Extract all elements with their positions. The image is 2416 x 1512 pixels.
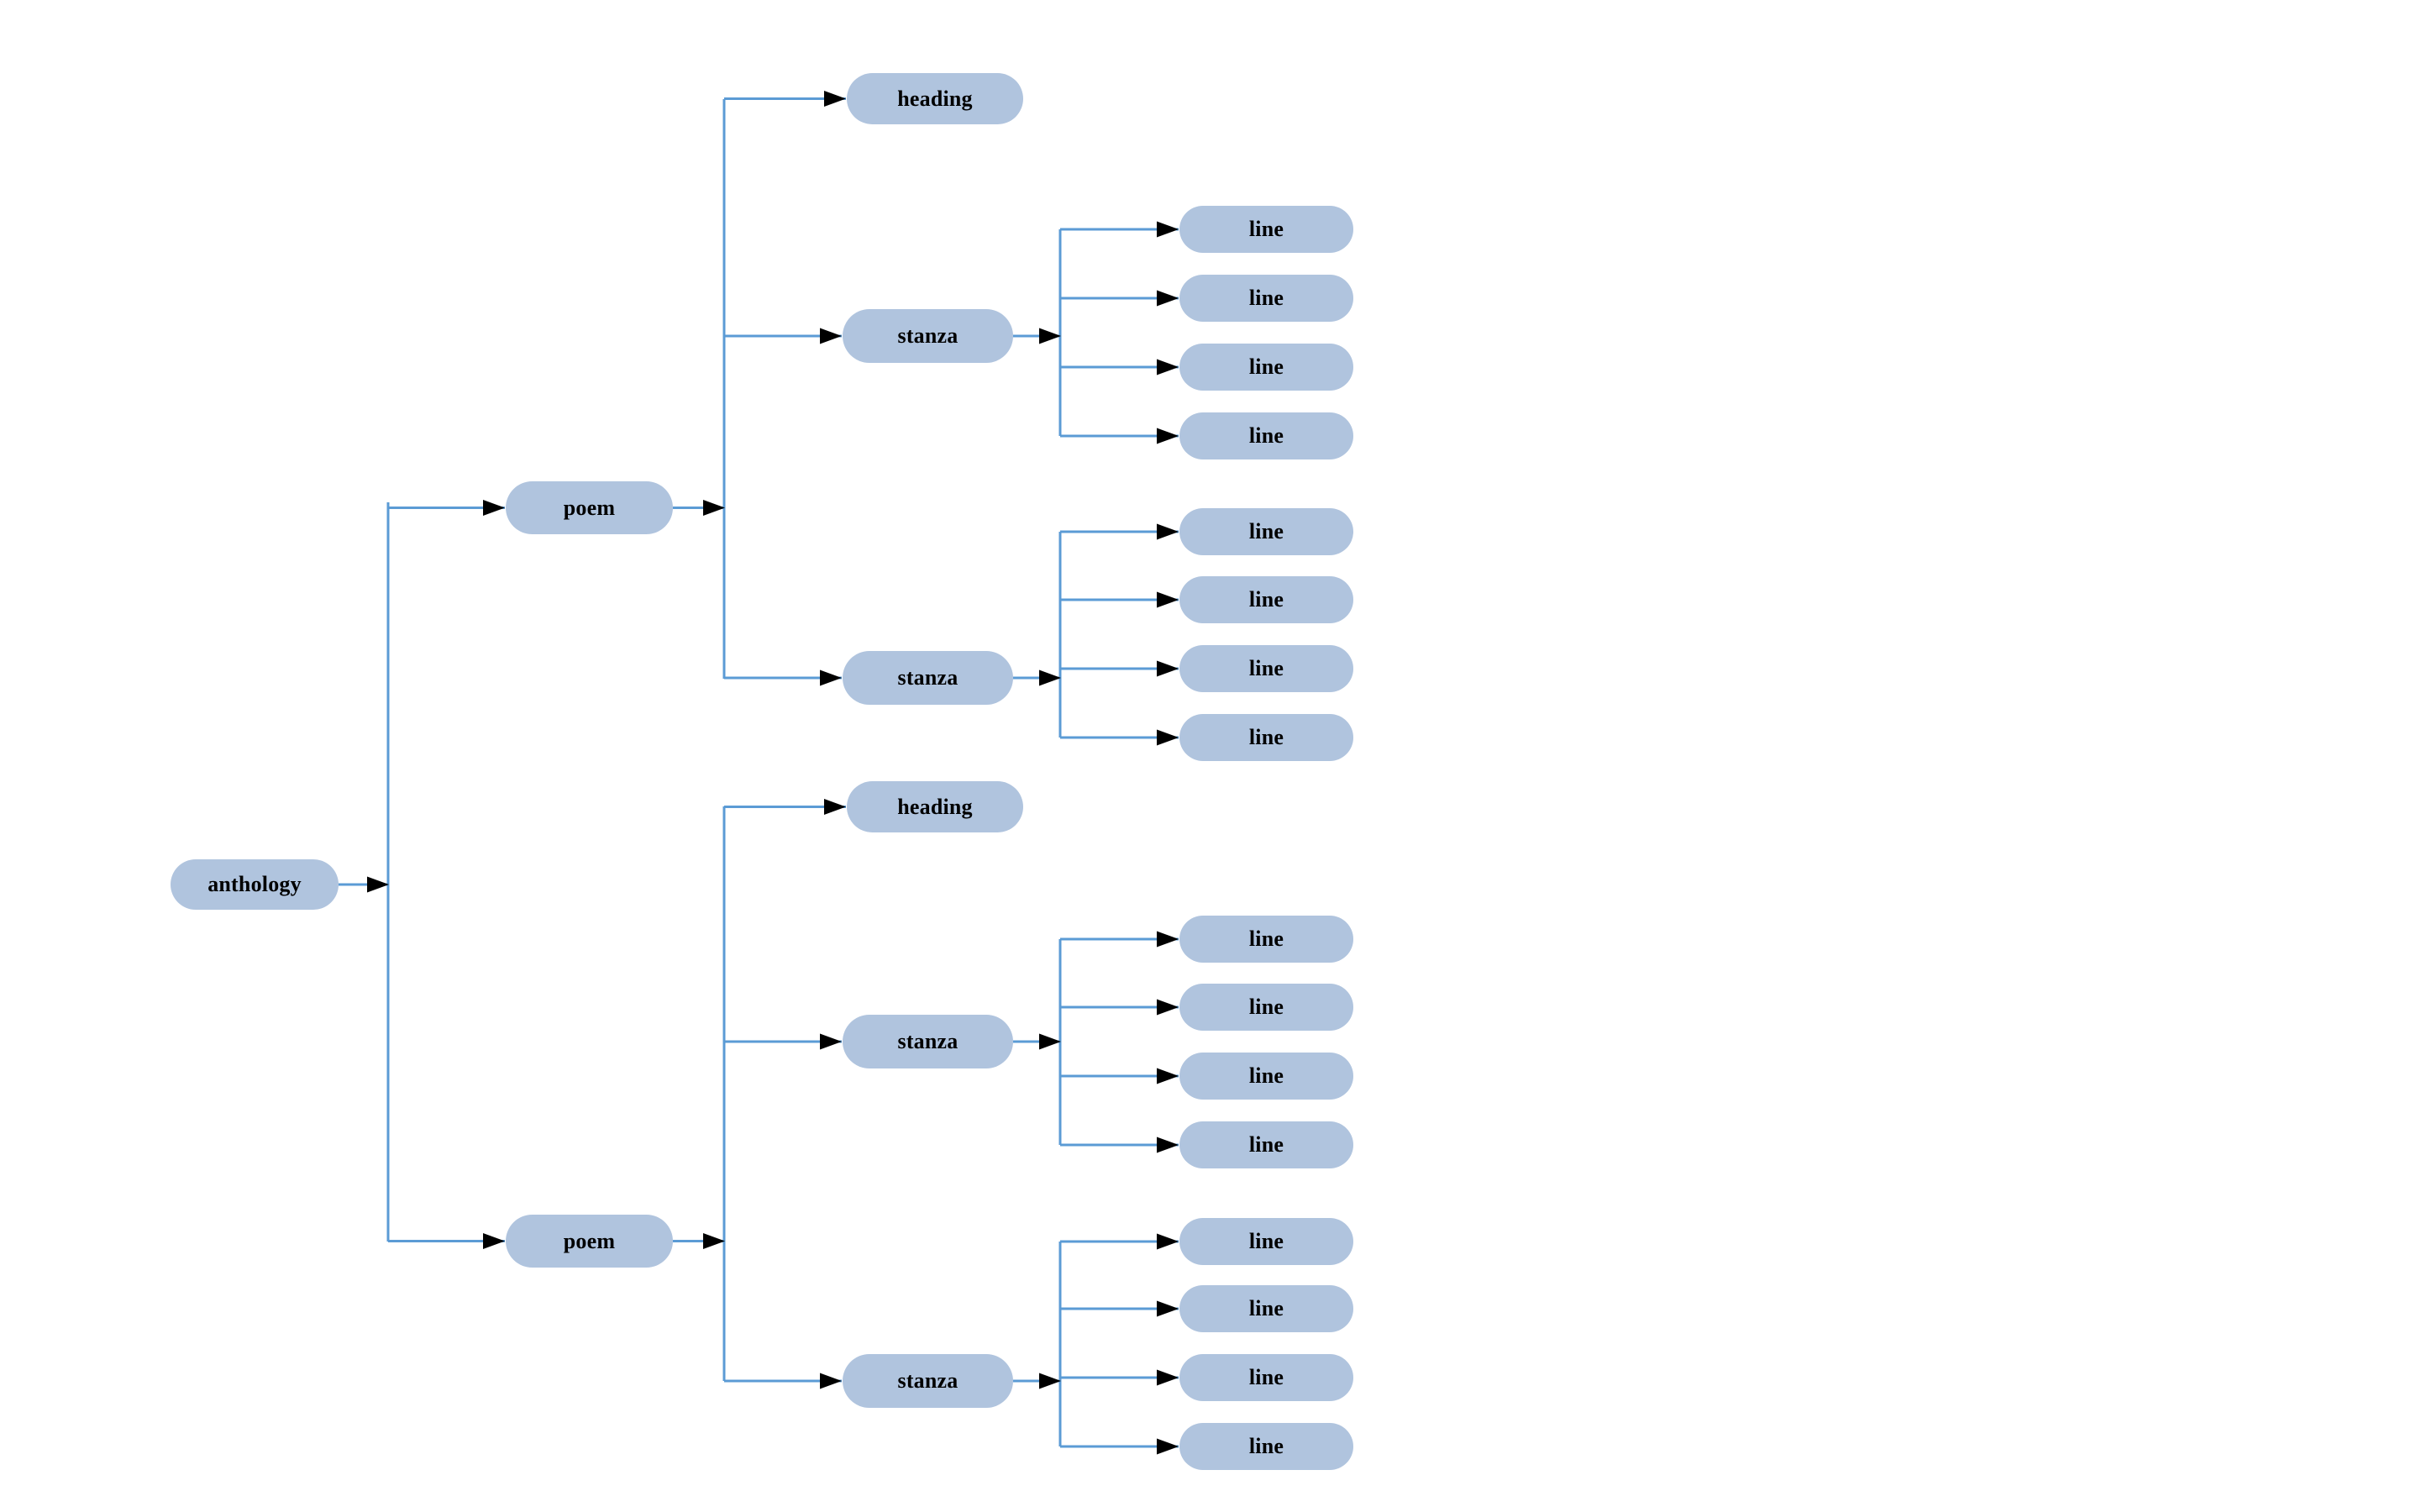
- node-label: line: [1248, 1296, 1284, 1320]
- arrowhead-p1-s1-l2: [1157, 290, 1179, 307]
- arrowhead-p1-stanza2: [820, 669, 842, 686]
- arrowhead-bus-p2-stanza1: [1039, 1033, 1061, 1050]
- node-p2-s2-l4[interactable]: line: [1179, 1423, 1353, 1470]
- arrowhead-p1-heading: [824, 91, 846, 107]
- node-p2-stanza1[interactable]: stanza: [843, 1015, 1013, 1068]
- node-poem1[interactable]: poem: [506, 481, 673, 534]
- node-label: line: [1248, 1365, 1284, 1389]
- node-label: line: [1248, 1063, 1284, 1088]
- arrowhead-p1-s1-l1: [1157, 221, 1179, 238]
- arrowhead-p2-stanza1: [820, 1033, 842, 1050]
- arrowhead-p1-s2-l3: [1157, 660, 1179, 677]
- node-p2-s2-l1[interactable]: line: [1179, 1218, 1353, 1265]
- node-p1-s1-l4[interactable]: line: [1179, 412, 1353, 459]
- arrowhead-p2-s1-l2: [1157, 999, 1179, 1016]
- arrowhead-p2-s1-l4: [1157, 1137, 1179, 1153]
- node-p2-s1-l4[interactable]: line: [1179, 1121, 1353, 1168]
- node-p2-s2-l3[interactable]: line: [1179, 1354, 1353, 1401]
- arrowhead-p2-s1-l3: [1157, 1068, 1179, 1084]
- node-label: line: [1248, 725, 1284, 749]
- node-label: line: [1248, 354, 1284, 379]
- node-p2-stanza2[interactable]: stanza: [843, 1354, 1013, 1408]
- node-p1-stanza1[interactable]: stanza: [843, 309, 1013, 363]
- node-label: line: [1248, 587, 1284, 612]
- node-p1-s2-l4[interactable]: line: [1179, 714, 1353, 761]
- node-p2-s1-l2[interactable]: line: [1179, 984, 1353, 1031]
- node-label: line: [1248, 286, 1284, 310]
- node-label: poem: [563, 495, 616, 520]
- arrowhead-p2-s2-l1: [1157, 1233, 1179, 1250]
- arrowhead-bus-poem1: [703, 500, 725, 516]
- arrowhead-bus-p1-stanza1: [1039, 328, 1061, 344]
- node-p1-s1-l3[interactable]: line: [1179, 344, 1353, 391]
- node-p1-s2-l1[interactable]: line: [1179, 508, 1353, 555]
- node-p2-s2-l2[interactable]: line: [1179, 1285, 1353, 1332]
- node-label: stanza: [897, 323, 959, 348]
- node-label: line: [1248, 217, 1284, 241]
- arrowhead-p1-stanza1: [820, 328, 842, 344]
- node-label: line: [1248, 1434, 1284, 1458]
- arrowhead-p1-s1-l4: [1157, 428, 1179, 444]
- arrowhead-p1-s1-l3: [1157, 359, 1179, 375]
- node-label: line: [1248, 995, 1284, 1019]
- arrowhead-p1-s2-l4: [1157, 729, 1179, 746]
- arrowhead-p2-s2-l2: [1157, 1300, 1179, 1317]
- node-label: line: [1248, 927, 1284, 951]
- node-label: poem: [563, 1228, 616, 1253]
- node-p1-s1-l1[interactable]: line: [1179, 206, 1353, 253]
- node-label: line: [1248, 656, 1284, 680]
- node-label: stanza: [897, 1029, 959, 1053]
- node-label: line: [1248, 519, 1284, 543]
- node-p1-heading[interactable]: heading: [847, 73, 1023, 124]
- arrowhead-bus-p2-stanza2: [1039, 1373, 1061, 1389]
- node-label: heading: [897, 794, 973, 819]
- arrowhead-poem1: [483, 500, 505, 516]
- arrowhead-p1-s2-l2: [1157, 591, 1179, 608]
- arrowhead-p2-s1-l1: [1157, 931, 1179, 948]
- node-label: line: [1248, 1229, 1284, 1253]
- node-anthology[interactable]: anthology: [171, 859, 339, 910]
- node-label: line: [1248, 1132, 1284, 1157]
- arrowhead-p2-s2-l3: [1157, 1369, 1179, 1386]
- arrowhead-bus-anthology: [367, 876, 389, 893]
- node-label: anthology: [207, 872, 302, 896]
- arrowhead-bus-p1-stanza2: [1039, 669, 1061, 686]
- node-p1-s1-l2[interactable]: line: [1179, 275, 1353, 322]
- arrowhead-bus-poem2: [703, 1233, 725, 1249]
- arrowhead-p2-s2-l4: [1157, 1438, 1179, 1455]
- node-label: line: [1248, 423, 1284, 448]
- node-poem2[interactable]: poem: [506, 1215, 673, 1268]
- node-p2-s1-l1[interactable]: line: [1179, 916, 1353, 963]
- arrowhead-p1-s2-l1: [1157, 523, 1179, 540]
- arrowhead-p2-stanza2: [820, 1373, 842, 1389]
- node-label: stanza: [897, 665, 959, 690]
- arrowhead-p2-heading: [824, 799, 846, 815]
- node-label: heading: [897, 86, 973, 111]
- node-p2-heading[interactable]: heading: [847, 781, 1023, 832]
- node-p1-stanza2[interactable]: stanza: [843, 651, 1013, 705]
- arrowhead-poem2: [483, 1233, 505, 1249]
- node-label: stanza: [897, 1368, 959, 1393]
- node-p2-s1-l3[interactable]: line: [1179, 1053, 1353, 1100]
- node-p1-s2-l3[interactable]: line: [1179, 645, 1353, 692]
- node-p1-s2-l2[interactable]: line: [1179, 576, 1353, 623]
